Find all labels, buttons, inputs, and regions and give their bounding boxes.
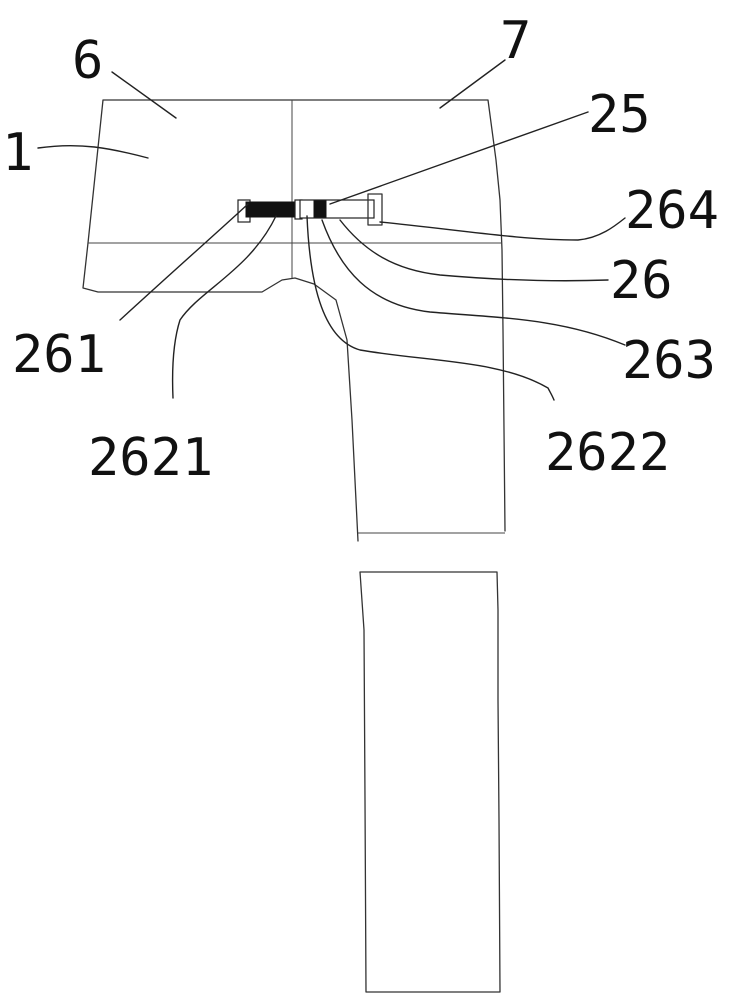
label-263: 263 <box>622 331 716 391</box>
leader-lines <box>37 59 626 401</box>
leader-6 <box>111 71 177 119</box>
fastener-right-body <box>299 199 375 219</box>
leader-264 <box>379 217 626 241</box>
fastener-dark-strip-2621 <box>245 201 299 218</box>
leader-26 <box>339 219 609 282</box>
trouser-lower-leg-piece <box>359 571 501 993</box>
leader-261 <box>119 203 249 321</box>
fastener-dark-block-263 <box>313 200 327 218</box>
label-7: 7 <box>500 11 531 71</box>
fastener-assembly <box>237 193 383 226</box>
trouser-upper-piece <box>82 99 506 542</box>
leader-25 <box>329 111 589 205</box>
fastener-right-hook-264 <box>367 193 383 226</box>
trouser-outline <box>82 99 506 542</box>
label-261: 261 <box>12 325 106 385</box>
leader-2621 <box>171 215 277 399</box>
label-25: 25 <box>588 85 651 145</box>
leader-263 <box>321 219 626 346</box>
leader-1 <box>37 144 149 159</box>
leader-2622 <box>306 215 555 401</box>
label-264: 264 <box>625 181 719 241</box>
leader-7 <box>439 59 506 109</box>
label-26: 26 <box>610 251 673 311</box>
lower-leg-outline <box>359 571 501 993</box>
label-2621: 2621 <box>88 428 213 488</box>
reference-labels: 6 7 1 25 264 26 263 261 2621 2622 <box>2 11 719 488</box>
label-6: 6 <box>72 31 103 91</box>
label-2622: 2622 <box>545 423 670 483</box>
label-1: 1 <box>2 123 33 183</box>
